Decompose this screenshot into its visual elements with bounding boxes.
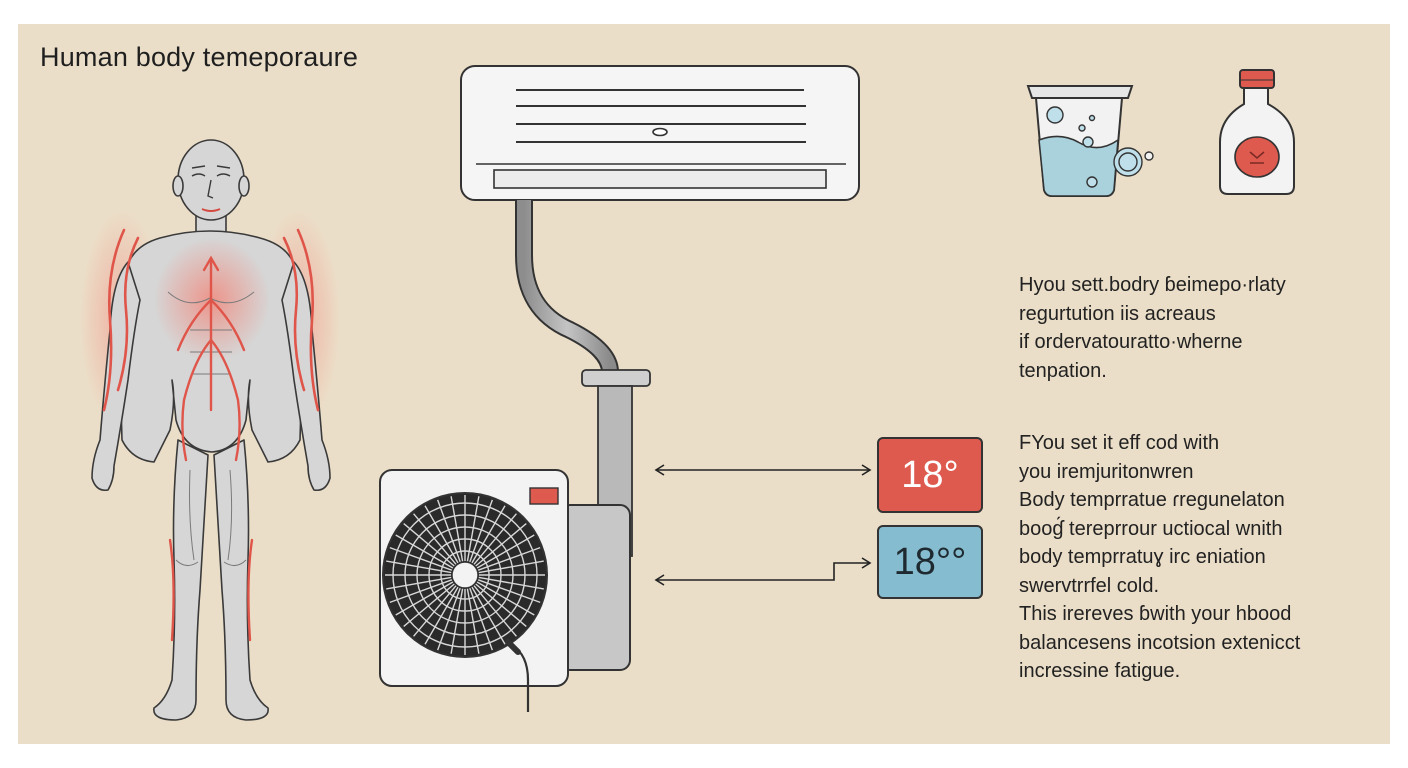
paragraph-line: booɠ́ tereprrour uctiocal wnith: [1019, 517, 1283, 540]
fan-spoke: [413, 585, 457, 637]
fan-spoke: [471, 586, 506, 645]
paragraph-top: Hyou sett.bodry ɓeimepo·rlaty regurtutio…: [1019, 271, 1286, 385]
fan-spoke: [395, 534, 454, 569]
fan-spoke: [389, 579, 453, 604]
fan-spoke: [436, 587, 461, 651]
fan-spoke: [403, 583, 455, 627]
water-cup-icon: [1026, 85, 1154, 197]
fan-spoke: [395, 581, 454, 616]
fan-spoke: [469, 499, 494, 563]
fan-spoke: [450, 588, 464, 654]
paragraph-line: balancesens incotsion extenicct: [1019, 631, 1301, 654]
thermostat-warm-badge: 18°: [877, 437, 983, 513]
heat-flow-lines: [168, 255, 254, 642]
fan-spoke: [436, 499, 461, 563]
outdoor-unit-side: [559, 504, 631, 671]
temperature-arrows: [654, 464, 872, 586]
diagram-title: Human body temeporaure: [40, 42, 359, 72]
paragraph-line: body temprratuɣ irc eniation: [1019, 546, 1266, 568]
fan-spoke: [473, 585, 517, 637]
fan-spoke: [424, 505, 459, 564]
outdoor-ac-unit: [379, 469, 631, 712]
bottle-cap: [1239, 69, 1275, 89]
outdoor-unit-indicator: [529, 487, 559, 505]
medicine-bottle-icon: [1219, 69, 1295, 195]
fan-spoke: [477, 579, 541, 604]
fan-spoke: [386, 576, 452, 590]
fan-spoke: [389, 546, 453, 571]
face: [191, 165, 231, 212]
paragraph-line: swervtrrfel cold.: [1019, 574, 1160, 597]
paragraph-line: This irereves ɓwith your hbood: [1019, 603, 1292, 625]
thermostat-cool-badge: 18°°: [877, 525, 983, 599]
cup-lid: [1026, 85, 1134, 99]
ac-led-indicator: [652, 127, 668, 137]
fan-spoke: [476, 581, 535, 616]
paragraph-line: incressine fatigue.: [1019, 660, 1181, 682]
fan-spoke: [469, 587, 494, 651]
human-body-figure: [80, 139, 340, 721]
fan-spoke: [471, 505, 506, 564]
fan-spoke: [478, 560, 544, 574]
fan-spoke: [475, 523, 527, 567]
bubbles: [1046, 106, 1154, 188]
fan-spoke: [475, 583, 527, 627]
left-ear: [172, 175, 184, 197]
side-heat-waves: [102, 228, 320, 412]
right-leg: [213, 439, 269, 721]
paragraph-line: you iremjuritonwren: [1019, 460, 1194, 483]
paragraph-line: if ordervatouratto·wherne: [1019, 331, 1243, 353]
pipe-flange: [581, 369, 651, 387]
fan-spoke: [413, 513, 457, 565]
arrow-cool: [656, 562, 870, 581]
ac-louver: [493, 169, 827, 189]
fan-spoke: [477, 546, 541, 571]
fan-hub: [451, 561, 479, 589]
paragraph-bottom: FYou set it eff cod with you iremjuriton…: [1019, 429, 1300, 686]
paragraph-line: Hyou sett.bodry ɓeimepo·rlaty: [1019, 274, 1286, 296]
paragraph-line: regurtution iis acreaus: [1019, 302, 1216, 325]
fan-rings: [392, 502, 538, 648]
left-leg: [153, 439, 209, 721]
fan-spoke: [386, 560, 452, 574]
fan-spoke: [466, 588, 480, 654]
fan-spoke: [476, 534, 535, 569]
ac-vent-slats: [516, 89, 806, 143]
fan-spoke: [450, 496, 464, 562]
fan-spoke: [466, 496, 480, 562]
indoor-ac-unit: [460, 65, 860, 201]
paragraph-line: FYou set it eff cod with: [1019, 432, 1220, 454]
paragraph-line: tenpation.: [1019, 359, 1107, 382]
fan-spoke: [473, 513, 517, 565]
fan-spokes: [385, 495, 545, 655]
fan-spoke: [424, 586, 459, 645]
fan-spoke: [403, 523, 455, 567]
right-ear: [238, 175, 250, 197]
paragraph-line: Body temprratue ɾregunelaton: [1019, 489, 1285, 511]
fan-spoke: [478, 576, 544, 590]
